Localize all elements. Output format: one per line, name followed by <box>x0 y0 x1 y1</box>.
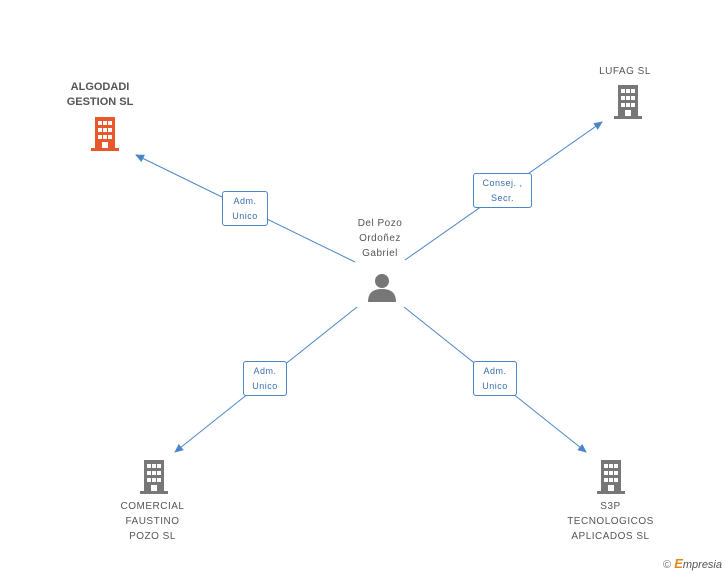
role-line-2: Unico <box>252 381 278 391</box>
building-icon-lufag[interactable] <box>612 85 644 119</box>
role-box-s3p[interactable]: Adm. Unico <box>473 361 517 396</box>
person-icon[interactable] <box>366 272 398 302</box>
role-box-comercial[interactable]: Adm. Unico <box>243 361 287 396</box>
copyright-symbol: © <box>663 559 672 571</box>
role-box-algodadi[interactable]: Adm. Unico <box>222 191 268 226</box>
building-icon-comercial[interactable] <box>138 460 170 494</box>
role-line-2: Unico <box>482 381 508 391</box>
building-icon-s3p[interactable] <box>595 460 627 494</box>
company-s3p-name[interactable]: S3P TECNOLOGICOS APLICADOS SL <box>567 501 654 542</box>
brand-logo-e: E <box>674 556 683 571</box>
center-person-name[interactable]: Del Pozo Ordoñez Gabriel <box>357 218 403 259</box>
building-icon-algodadi[interactable] <box>89 117 121 151</box>
role-line-2: Secr. <box>490 193 514 203</box>
role-line-1: Adm. <box>233 196 257 206</box>
role-line-1: Consej. , <box>482 178 523 188</box>
empresia-brand[interactable]: © Empresia <box>663 556 722 571</box>
role-line-1: Adm. <box>483 366 507 376</box>
company-algodadi-name[interactable]: ALGODADI GESTION SL <box>66 81 134 108</box>
company-lufag-name[interactable]: LUFAG SL <box>599 66 651 77</box>
role-line-2: Unico <box>232 211 258 221</box>
company-comercial-name[interactable]: COMERCIAL FAUSTINO POZO SL <box>120 501 185 542</box>
role-line-1: Adm. <box>253 366 277 376</box>
brand-name: mpresia <box>682 559 722 571</box>
role-box-lufag[interactable]: Consej. , Secr. <box>473 173 532 208</box>
